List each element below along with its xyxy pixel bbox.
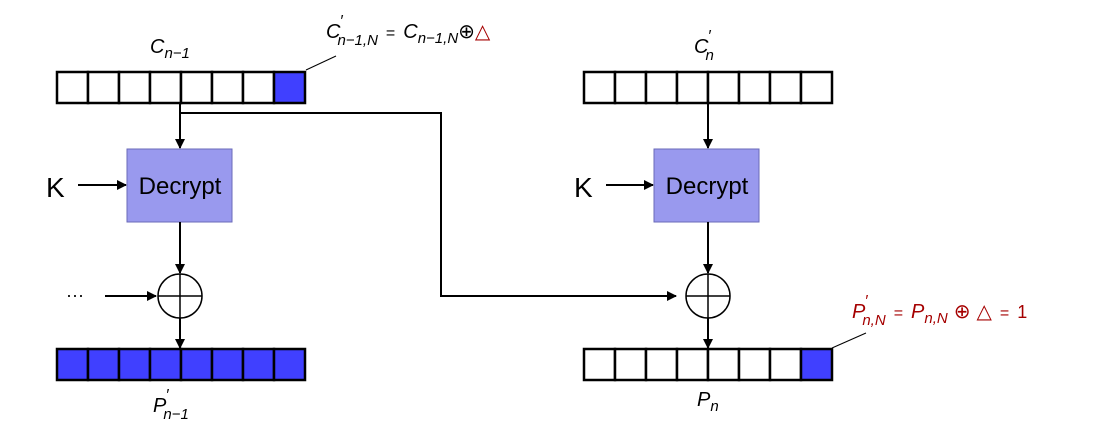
right-plaintext-block	[582, 347, 834, 382]
right-bottom-label: Pn	[697, 389, 719, 415]
right-key-label: K	[574, 172, 593, 203]
byte-cell	[768, 347, 803, 382]
byte-cell	[117, 347, 152, 382]
byte-cell	[737, 70, 772, 105]
left-modified-label: C′n−1,N=Cn−1,N⊕△	[326, 13, 491, 49]
right-decrypt-label: Decrypt	[666, 173, 749, 200]
byte-cell	[706, 70, 741, 105]
byte-cell	[644, 347, 679, 382]
byte-cell	[272, 70, 307, 105]
cross-connection-line	[180, 112, 676, 297]
byte-cell	[210, 70, 245, 105]
left-top-label: Cn−1	[150, 36, 190, 62]
left-bottom-label: P′n−1	[153, 387, 189, 423]
left-ciphertext-block	[55, 70, 307, 105]
byte-cell	[799, 70, 834, 105]
byte-cell	[644, 70, 679, 105]
byte-cell	[737, 347, 772, 382]
byte-cell	[799, 347, 834, 382]
byte-cell	[210, 347, 245, 382]
byte-cell	[582, 347, 617, 382]
byte-cell	[86, 70, 121, 105]
byte-cell	[86, 347, 121, 382]
right-top-label: C′n	[694, 28, 714, 64]
byte-cell	[675, 347, 710, 382]
left-ellipsis: ···	[66, 285, 84, 305]
byte-cell	[179, 347, 214, 382]
byte-cell	[241, 70, 276, 105]
left-key-label: K	[46, 172, 65, 203]
byte-cell	[675, 70, 710, 105]
left-decrypt-label: Decrypt	[139, 173, 222, 200]
byte-cell	[613, 347, 648, 382]
byte-cell	[706, 347, 741, 382]
byte-cell	[613, 70, 648, 105]
byte-cell	[241, 347, 276, 382]
left-plaintext-block	[55, 347, 307, 382]
right-result-label: P′n,N=Pn,N⊕△=1	[852, 293, 1027, 329]
right-xor-icon	[685, 273, 731, 319]
byte-cell	[582, 70, 617, 105]
byte-cell	[179, 70, 214, 105]
right-decrypt-box	[653, 148, 760, 223]
left-decrypt-box	[126, 148, 233, 223]
byte-cell	[55, 70, 90, 105]
byte-cell	[117, 70, 152, 105]
left-xor-icon	[157, 273, 203, 319]
byte-cell	[55, 347, 90, 382]
right-callout-line	[831, 332, 867, 349]
left-callout-line	[305, 55, 337, 71]
byte-cell	[148, 347, 183, 382]
byte-cell	[148, 70, 183, 105]
right-ciphertext-block	[582, 70, 834, 105]
byte-cell	[272, 347, 307, 382]
byte-cell	[768, 70, 803, 105]
